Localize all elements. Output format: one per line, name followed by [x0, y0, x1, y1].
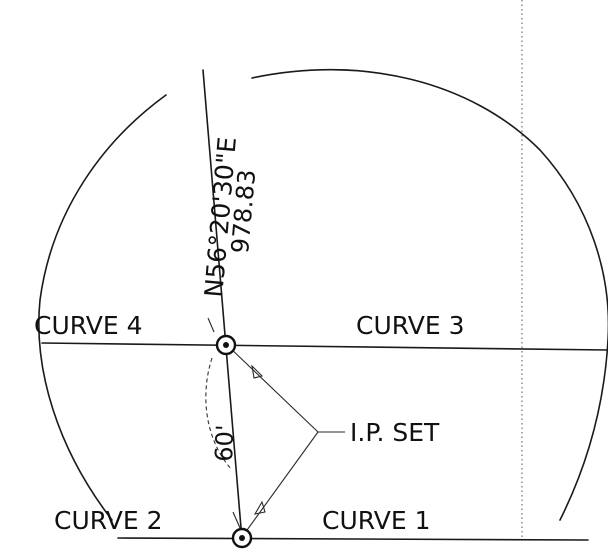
detail-circle	[38, 68, 608, 521]
lower-horizontal-line	[117, 537, 589, 541]
curve-1-label: CURVE 1	[322, 506, 431, 535]
curve-4-label: CURVE 4	[34, 311, 143, 340]
distance-label: 978.83	[226, 168, 261, 254]
curve-4-tick	[207, 317, 215, 333]
curve-2-tick	[232, 511, 241, 529]
ip-set-label: I.P. SET	[350, 418, 440, 447]
offset-label: 60'	[210, 424, 239, 462]
iron-pin-lower	[231, 527, 253, 549]
bearing-line	[202, 69, 243, 541]
upper-horizontal-line	[41, 342, 608, 351]
ip-set-leader	[227, 345, 345, 538]
iron-pin-upper	[215, 334, 237, 356]
curve-3-label: CURVE 3	[356, 311, 465, 340]
curve-2-label: CURVE 2	[54, 506, 163, 535]
offset-dashed-arc	[205, 357, 233, 471]
